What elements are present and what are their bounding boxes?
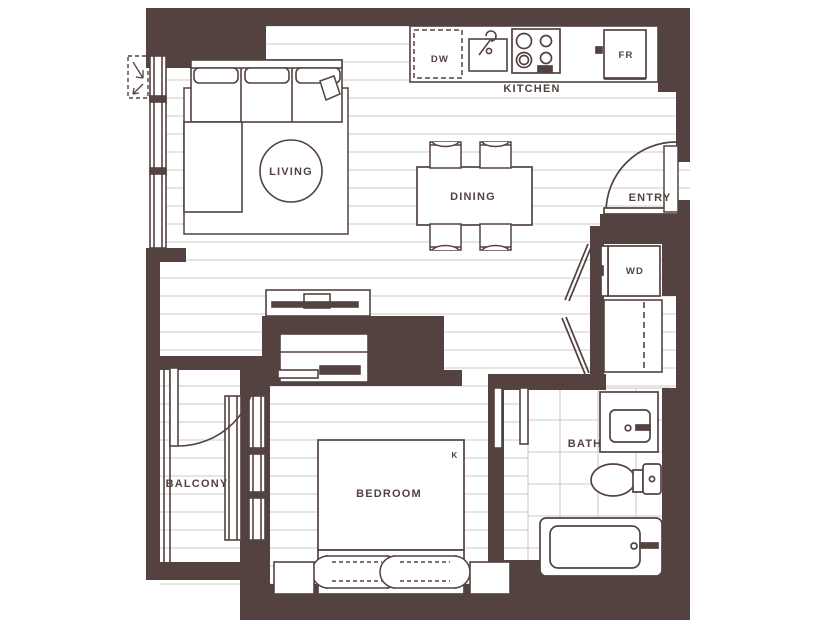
bedroom-pocket-door xyxy=(493,387,529,449)
appliance-label-refrigerator: FR xyxy=(618,50,633,61)
room-label-living: LIVING xyxy=(269,166,313,178)
closet-wardrobe xyxy=(265,289,371,383)
pillow xyxy=(379,555,471,589)
sofa-three-seat xyxy=(183,59,343,213)
living-window-wall xyxy=(149,55,167,249)
linen-closet xyxy=(603,299,663,373)
living-window-marker-icon xyxy=(127,55,149,99)
living-window-marker-arrow-icon xyxy=(132,61,144,95)
toilet xyxy=(590,463,662,497)
dining-chair xyxy=(479,223,512,251)
room-label-balcony: BALCONY xyxy=(166,478,229,490)
bedroom-window xyxy=(248,395,266,541)
appliance-label-washer-dryer: WD xyxy=(626,266,644,277)
nightstand xyxy=(469,561,511,595)
dining-table xyxy=(416,166,533,226)
room-label-bath: BATH xyxy=(568,438,603,450)
hall-closet-door xyxy=(561,316,590,375)
cooktop-four-burner xyxy=(511,28,561,74)
dining-chair xyxy=(429,141,462,169)
balcony-door-swing xyxy=(169,367,257,447)
washer-dryer-stack xyxy=(597,245,661,297)
room-label-entry: ENTRY xyxy=(629,192,672,204)
throw-pillow xyxy=(319,75,341,102)
entry-door-frame xyxy=(663,145,679,213)
room-label-bedroom: BEDROOM xyxy=(356,488,422,500)
dining-chair xyxy=(479,141,512,169)
nightstand xyxy=(273,561,315,595)
sink-faucet-icon xyxy=(478,30,497,56)
balcony-railing xyxy=(163,370,171,562)
laundry-bifold-door xyxy=(564,243,593,302)
dining-chair xyxy=(429,223,462,251)
bed-size-marker: K xyxy=(452,451,459,460)
room-label-kitchen: KITCHEN xyxy=(503,83,560,95)
room-label-dining: DINING xyxy=(450,191,496,203)
living-label-circle xyxy=(259,139,323,203)
refrigerator xyxy=(595,29,647,80)
vanity-sink xyxy=(599,391,659,453)
bathtub xyxy=(539,517,663,577)
dishwasher xyxy=(413,29,463,79)
appliance-label-dishwasher: DW xyxy=(431,54,449,65)
